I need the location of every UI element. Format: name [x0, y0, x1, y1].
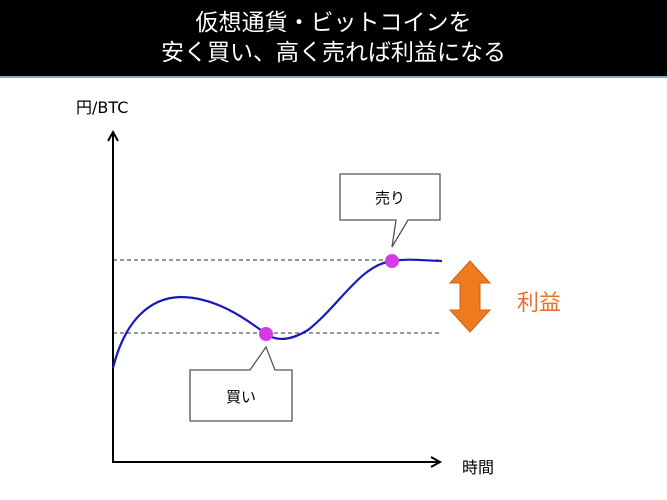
profit-double-arrow-icon: [448, 260, 492, 333]
x-axis-label: 時間: [462, 458, 495, 477]
sell-label: 売り: [374, 189, 405, 207]
title-line-1: 仮想通貨・ビットコインを: [195, 10, 472, 36]
sell-point: [385, 254, 399, 268]
buy-point: [259, 327, 273, 341]
title-banner: 仮想通貨・ビットコインを 安く買い、高く売れば利益になる: [0, 0, 667, 78]
buy-label: 買い: [225, 388, 256, 406]
sell-callout: [339, 173, 441, 248]
y-axis-arrow-icon: [107, 129, 119, 142]
profit-label: 利益: [517, 291, 562, 316]
price-curve: [111, 258, 443, 369]
y-axis-label: 円/BTC: [76, 98, 129, 117]
title-line-2: 安く買い、高く売れば利益になる: [161, 40, 506, 66]
x-axis-arrow-icon: [430, 456, 443, 468]
buy-callout: [189, 345, 293, 422]
